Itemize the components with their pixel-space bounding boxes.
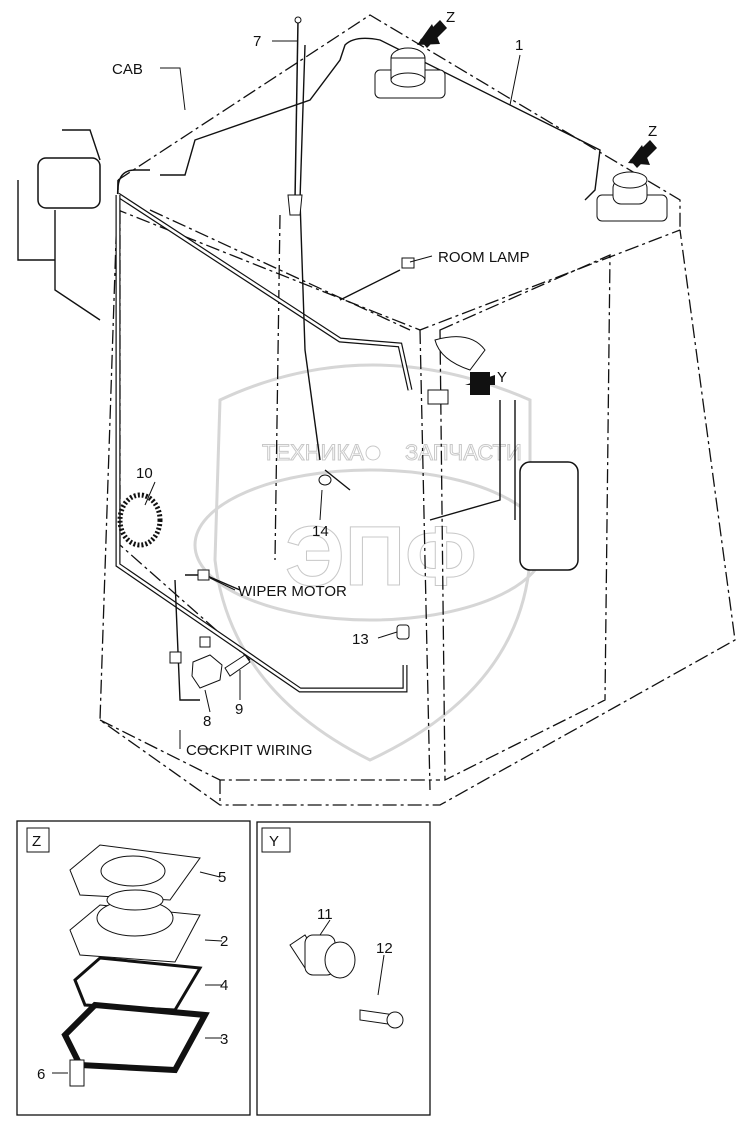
watermark: ТЕХНИКА ЗАПЧАСТИ ЭПФ (193, 363, 547, 762)
callout-1: 1 (515, 37, 523, 54)
switch-9 (224, 654, 251, 677)
room-lamp-label: ROOM LAMP (438, 249, 530, 266)
view-z-label-2: Z (648, 123, 657, 140)
detail-y-title: Y (269, 833, 279, 850)
leader-lines (52, 40, 521, 1074)
callout-3: 3 (220, 1031, 228, 1048)
cab-outline (99, 14, 736, 806)
callout-7: 7 (253, 33, 261, 50)
bracket-3 (61, 1001, 210, 1074)
callout-12: 12 (376, 940, 393, 957)
callout-9: 9 (235, 701, 243, 718)
view-y-label: Y (497, 369, 507, 386)
relay-8 (191, 654, 223, 689)
callout-10: 10 (136, 465, 153, 482)
gasket-10 (117, 492, 163, 548)
beacon-lamp-rear (374, 47, 446, 99)
components (17, 16, 668, 689)
door-switch (427, 389, 449, 405)
watermark-logo-text: ЭПФ (285, 509, 477, 603)
view-z-label-1: Z (446, 9, 455, 26)
watermark-right-text: ЗАПЧАСТИ (405, 440, 522, 465)
callout-13: 13 (352, 631, 369, 648)
gasket-4 (73, 956, 203, 1012)
callout-11: 11 (317, 906, 333, 923)
beacon-lamp-front (596, 171, 668, 222)
cab-label: CAB (112, 61, 143, 78)
callout-14: 14 (312, 523, 329, 540)
detail-z-title: Z (32, 833, 41, 850)
side-mirror-left (37, 157, 101, 209)
room-lamp-connector (401, 257, 415, 269)
callout-6: 6 (37, 1066, 45, 1083)
bolt-6 (69, 1059, 85, 1087)
detail-y-panel: Y 11 12 (256, 821, 431, 1116)
callout-4: 4 (220, 977, 228, 994)
callout-5: 5 (218, 869, 226, 886)
antenna-base (287, 194, 303, 216)
antenna (294, 19, 299, 201)
watermark-left-text: ТЕХНИКА (262, 440, 364, 465)
view-z-arrow-2 (628, 140, 657, 168)
gear-icon (365, 445, 381, 461)
switch-13 (396, 624, 410, 640)
wiper-motor-label: WIPER MOTOR (238, 583, 347, 600)
side-mirror-right (519, 461, 579, 571)
gasket-5 (69, 844, 201, 901)
view-y-arrow (465, 372, 495, 395)
callout-8: 8 (203, 713, 211, 730)
view-z-arrow-1 (417, 20, 447, 48)
detail-z-panel: Z 5 2 4 3 6 (16, 820, 251, 1116)
wiring-harness (115, 37, 601, 701)
callout-2: 2 (220, 933, 228, 950)
cockpit-wiring-label: COCKPIT WIRING (186, 742, 312, 759)
grommet-14 (318, 474, 332, 486)
